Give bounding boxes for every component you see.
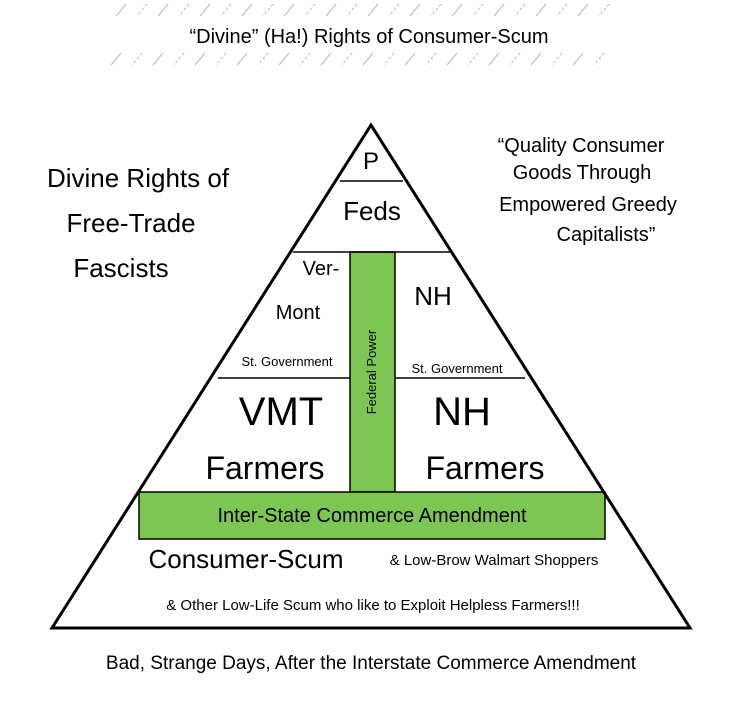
hatch-mark bbox=[425, 52, 437, 66]
hatch-mark bbox=[556, 3, 568, 17]
header-hatch-top bbox=[115, 3, 610, 17]
hatch-mark bbox=[493, 3, 505, 17]
hatch-mark bbox=[236, 52, 248, 66]
federal-power-label: Federal Power bbox=[364, 329, 379, 414]
hatch-mark bbox=[320, 52, 332, 66]
hatch-mark bbox=[215, 52, 227, 66]
hatch-mark bbox=[241, 3, 253, 17]
hatch-mark bbox=[131, 52, 143, 66]
hatch-mark bbox=[404, 52, 416, 66]
right-quote-line-2: Goods Through bbox=[513, 162, 652, 184]
vermont-government-label: St. Government bbox=[241, 354, 332, 369]
hatch-mark bbox=[278, 52, 290, 66]
lowlife-scum-label: & Other Low-Life Scum who like to Exploi… bbox=[166, 597, 579, 614]
hatch-mark bbox=[136, 3, 148, 17]
hatch-mark bbox=[367, 3, 379, 17]
right-quote-line-3: Empowered Greedy bbox=[499, 194, 677, 216]
hatch-mark bbox=[514, 3, 526, 17]
hatch-mark bbox=[157, 3, 169, 17]
walmart-shoppers-label: & Low-Brow Walmart Shoppers bbox=[390, 552, 599, 569]
right-quote-line-1: “Quality Consumer bbox=[498, 135, 665, 157]
hatch-mark bbox=[451, 3, 463, 17]
federal-power-bar bbox=[349, 251, 396, 493]
nh-government-label: St. Government bbox=[411, 361, 502, 376]
hatch-mark bbox=[115, 3, 127, 17]
consumer-scum-label: Consumer-Scum bbox=[148, 544, 343, 574]
hatch-mark bbox=[472, 3, 484, 17]
hatch-mark bbox=[110, 52, 122, 66]
feds-label: Feds bbox=[343, 196, 401, 226]
hatch-mark bbox=[283, 3, 295, 17]
footer-caption: Bad, Strange Days, After the Interstate … bbox=[106, 653, 637, 674]
hatch-mark bbox=[530, 52, 542, 66]
hatch-mark bbox=[304, 3, 316, 17]
hatch-mark bbox=[593, 52, 605, 66]
left-caption-line-1: Divine Rights of bbox=[47, 163, 230, 193]
hatch-mark bbox=[220, 3, 232, 17]
hatch-mark bbox=[430, 3, 442, 17]
hatch-mark bbox=[388, 3, 400, 17]
hatch-mark bbox=[262, 3, 274, 17]
hatch-mark bbox=[467, 52, 479, 66]
pyramid-outline bbox=[49, 122, 693, 630]
apex-label: P bbox=[363, 148, 379, 175]
hatch-mark bbox=[194, 52, 206, 66]
hatch-mark bbox=[362, 52, 374, 66]
hatch-mark bbox=[341, 52, 353, 66]
vermont-label-line-2: Mont bbox=[276, 302, 321, 324]
hatch-mark bbox=[409, 3, 421, 17]
header-hatch-bottom bbox=[110, 52, 605, 66]
amendment-label: Inter-State Commerce Amendment bbox=[217, 505, 526, 527]
hatch-mark bbox=[509, 52, 521, 66]
hatch-mark bbox=[577, 3, 589, 17]
left-caption-line-2: Free-Trade bbox=[66, 208, 195, 238]
right-quote-line-4: Capitalists” bbox=[557, 224, 656, 246]
left-caption-line-3: Fascists bbox=[73, 253, 168, 283]
hatch-mark bbox=[383, 52, 395, 66]
hatch-mark bbox=[598, 3, 610, 17]
vmt-farmers-line-1: VMT bbox=[239, 390, 323, 434]
hatch-mark bbox=[199, 3, 211, 17]
hatch-mark bbox=[346, 3, 358, 17]
nh-farmers-line-2: Farmers bbox=[425, 450, 544, 486]
nh-farmers-line-1: NH bbox=[433, 390, 491, 434]
nh-label: NH bbox=[414, 281, 452, 311]
amendment-band bbox=[138, 491, 606, 540]
hatch-mark bbox=[551, 52, 563, 66]
hatch-mark bbox=[173, 52, 185, 66]
hatch-mark bbox=[535, 3, 547, 17]
hatch-mark bbox=[178, 3, 190, 17]
vmt-farmers-line-2: Farmers bbox=[205, 450, 324, 486]
header-title: “Divine” (Ha!) Rights of Consumer-Scum bbox=[190, 26, 549, 48]
hatch-mark bbox=[572, 52, 584, 66]
hatch-mark bbox=[446, 52, 458, 66]
hatch-mark bbox=[257, 52, 269, 66]
hatch-mark bbox=[152, 52, 164, 66]
vermont-label-line-1: Ver- bbox=[303, 258, 340, 280]
hatch-mark bbox=[488, 52, 500, 66]
hatch-mark bbox=[299, 52, 311, 66]
hatch-mark bbox=[325, 3, 337, 17]
